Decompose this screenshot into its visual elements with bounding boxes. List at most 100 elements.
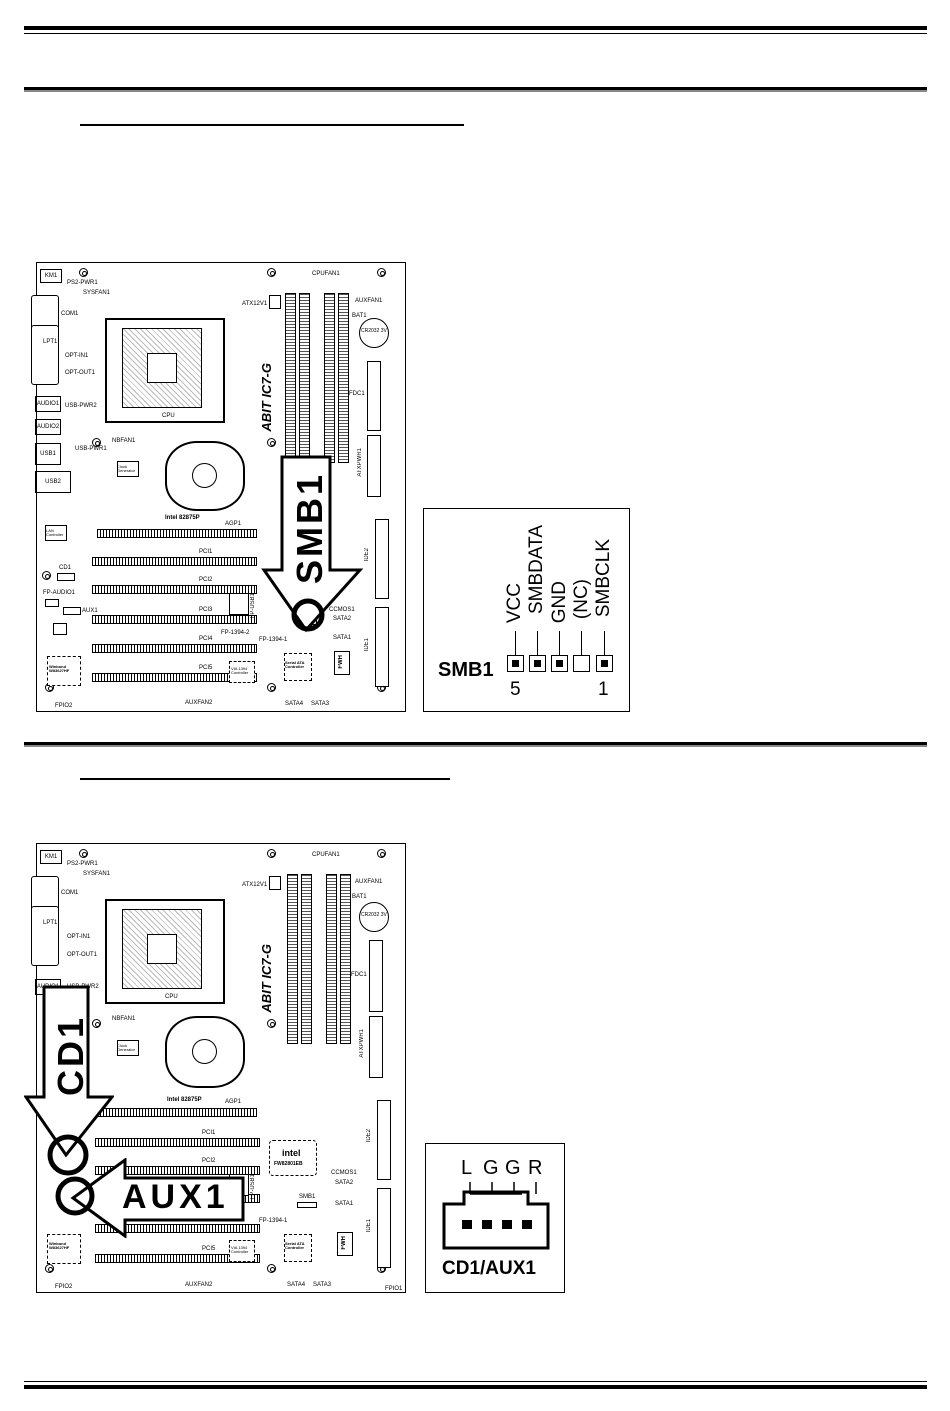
cd1-label: CD1 <box>59 565 72 571</box>
board-logo: ABIT IC7-G <box>259 944 274 1013</box>
mount-hole <box>92 438 101 447</box>
usb1-port: USB1 <box>35 443 61 465</box>
ide2-label: IDE2 <box>366 1129 372 1143</box>
sata-controller-label: Serial ATA Controller <box>285 1241 305 1250</box>
smb1-arrow-label: SMB1 <box>289 472 330 585</box>
pci4-slot <box>92 644 257 653</box>
mount-hole <box>267 1264 276 1273</box>
pci3-label: PCI3 <box>199 607 213 613</box>
ps2pwr-label: PS2-PWR1 <box>67 861 98 867</box>
via1394-label: VIA 1394 Controller <box>231 666 249 675</box>
header-rule-bottom <box>24 33 927 34</box>
pci4-label: PCI4 <box>199 636 213 642</box>
winbond-chip <box>47 1234 81 1264</box>
pci5-slot <box>95 1254 260 1263</box>
fan-hub <box>192 1039 217 1064</box>
cd-connector-shape <box>442 1182 550 1250</box>
ps2pwr-label: PS2-PWR1 <box>67 280 98 286</box>
pin-leader <box>581 631 582 656</box>
winbond-label: Winbond W83627HF <box>49 664 70 673</box>
lan-label: LAN Controller <box>46 528 64 537</box>
ide1-connector <box>377 1188 391 1268</box>
fwh-chip <box>334 651 350 675</box>
smb1-pin-4 <box>529 655 546 672</box>
cd-pin-label-l: L <box>461 1157 473 1179</box>
smb1-pin-label-1: 1 <box>598 679 609 700</box>
sata3-label: SATA3 <box>311 701 330 707</box>
cd1-arrow-label: CD1 <box>50 1015 91 1097</box>
auxfan1-label: AUXFAN1 <box>355 879 383 885</box>
mount-hole <box>79 268 88 277</box>
pci1-label: PCI1 <box>199 549 213 555</box>
cpu-label: CPU <box>162 413 175 419</box>
nbfan-label: NBFAN1 <box>112 438 136 444</box>
cd1-aux1-pinout-diagram: L G G R CD1/AUX1 <box>425 1143 565 1293</box>
fpusb1-label: FP-USB1 <box>250 1174 256 1200</box>
fpusb1-header <box>229 593 249 615</box>
smb1-pin-3 <box>551 655 568 672</box>
atxpwr-connector <box>369 1016 383 1078</box>
atx12v-label: ATX12V1 <box>242 301 268 307</box>
lpt1-label: LPT1 <box>43 339 58 345</box>
cr2032-label: CR2032 3V <box>361 912 387 918</box>
aux1-arrow-label: AUX1 <box>122 1178 229 1216</box>
bat1-label: BAT1 <box>352 894 367 900</box>
mount-hole <box>42 571 51 580</box>
ide2-connector <box>375 519 389 599</box>
lan-controller <box>45 525 67 541</box>
atx12v-label: ATX12V1 <box>242 882 268 888</box>
pci5-slot <box>92 673 257 682</box>
smb1-pin-smbclk: SMBCLK <box>593 539 614 618</box>
ich-model-label: FW82801EB <box>274 1161 303 1167</box>
ccmos-label: CCMOS1 <box>329 607 355 613</box>
nbfan-label: NBFAN1 <box>112 1016 136 1022</box>
atx12v-connector <box>269 295 281 309</box>
intel-ich-logo: intel <box>282 1148 301 1158</box>
sysfan-label: SYSFAN1 <box>83 290 111 296</box>
cd1-header <box>57 573 75 581</box>
cd1-callout-arrow <box>24 985 114 1176</box>
pci1-slot <box>95 1138 260 1147</box>
pci2-label: PCI2 <box>199 577 213 583</box>
mount-hole <box>92 1019 101 1028</box>
motherboard-diagram-cd: KM1 PS2-PWR1 SYSFAN1 COM1 LPT1 OPT-IN1 O… <box>31 843 406 1293</box>
cpu-die <box>147 353 177 383</box>
clock-label: Clock Generator <box>117 1043 136 1052</box>
optin-label: OPT-IN1 <box>67 934 91 940</box>
fwh-label: FWH <box>338 655 344 669</box>
fpio2-label: FPIO2 <box>55 1284 73 1290</box>
board-logo: ABIT IC7-G <box>259 363 274 432</box>
winbond-chip <box>47 656 81 686</box>
sata2-label: SATA2 <box>333 616 352 622</box>
dimm-slot <box>299 293 310 463</box>
sata3-label: SATA3 <box>313 1282 332 1288</box>
pin-leader <box>559 631 560 656</box>
motherboard-diagram-smb: KM1 PS2-PWR1 SYSFAN1 COM1 LPT1 OPT-IN1 O… <box>31 262 406 712</box>
pci5-label: PCI5 <box>202 1246 216 1252</box>
footer-rule-top <box>24 1381 927 1382</box>
agp-label: AGP1 <box>225 1099 242 1105</box>
fan-hub <box>192 463 217 488</box>
dimm-slot <box>324 293 335 463</box>
dimm-slot <box>301 874 312 1044</box>
cpu-die <box>147 934 177 964</box>
fwh-chip <box>337 1232 353 1256</box>
sata4-label: SATA4 <box>287 1282 306 1288</box>
sysfan-label: SYSFAN1 <box>83 871 111 877</box>
km1-port: KM1 <box>40 850 62 864</box>
ich-chip <box>269 1140 317 1176</box>
fdc1-label: FDC1 <box>351 972 367 978</box>
pci2-label: PCI2 <box>202 1158 216 1164</box>
mount-hole <box>267 1019 276 1028</box>
audio1-port: AUDIO1 <box>35 396 61 412</box>
atx12v-connector <box>269 876 281 890</box>
lpt-port <box>31 325 59 385</box>
cd-connector-label: CD1/AUX1 <box>442 1258 536 1279</box>
cpufan-label: CPUFAN1 <box>312 852 340 858</box>
header-rule-top <box>24 26 927 30</box>
cd-pin-label-g1: G <box>483 1157 499 1179</box>
aux1-callout-arrow <box>55 1158 245 1238</box>
cd-pin-label-r: R <box>528 1157 543 1179</box>
pin-leader <box>537 631 538 656</box>
mount-hole <box>267 849 276 858</box>
